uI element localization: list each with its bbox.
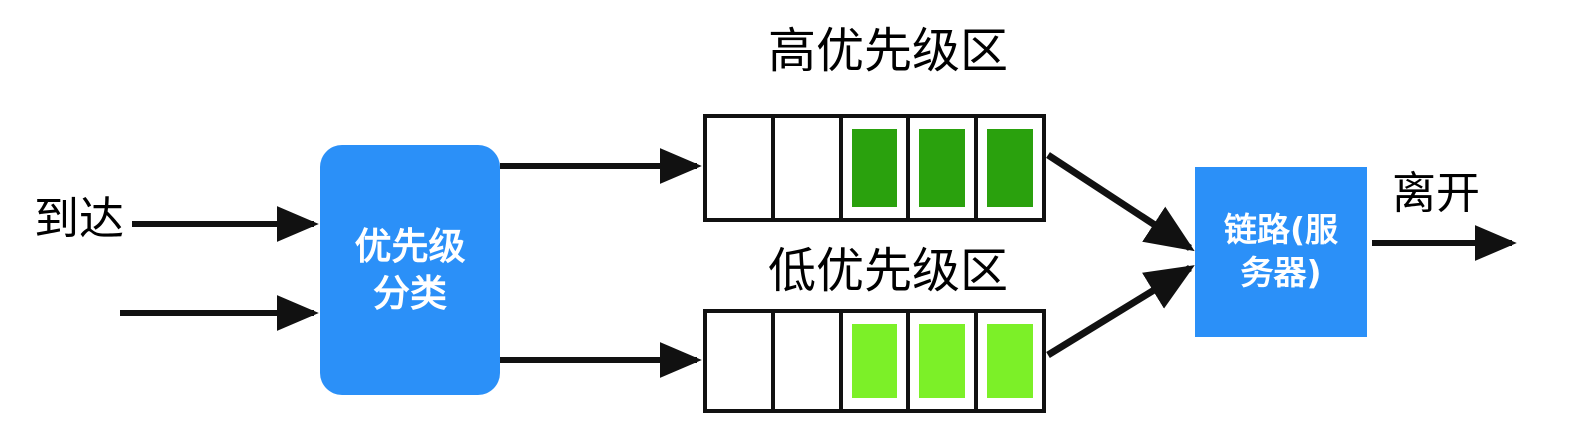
queue-cell[interactable] [910,118,979,218]
packet-filled [987,129,1034,207]
depart-label: 离开 [1392,168,1480,219]
queue-cell[interactable] [843,118,911,218]
queue-cell[interactable] [707,118,775,218]
priority-classifier-box[interactable]: 优先级 分类 [320,145,500,395]
queue-cell[interactable] [843,313,911,409]
arrival-label: 到达 [34,192,125,245]
low-priority-queue[interactable] [703,309,1046,413]
queue-cell[interactable] [775,313,843,409]
packet-empty [716,129,762,207]
high-priority-zone-title: 高优先级区 [768,23,1009,79]
queue-cell[interactable] [775,118,843,218]
packet-filled [851,323,898,399]
queue-cell[interactable] [978,118,1042,218]
packet-empty [784,324,830,399]
classifier-label-line2: 分类 [373,272,447,315]
queue-cell[interactable] [707,313,775,409]
high-priority-queue[interactable] [703,114,1046,222]
queue-cell[interactable] [910,313,979,409]
arrow-high-queue-to-server [1046,152,1195,252]
packet-filled [987,323,1034,399]
packet-filled [919,129,966,207]
link-server-box[interactable]: 链路(服 务器) [1195,167,1367,337]
packet-filled [919,323,966,399]
server-label-line2: 务器) [1240,253,1322,292]
queue-cell[interactable] [978,313,1042,409]
packet-filled [851,129,898,207]
low-priority-zone-title: 低优先级区 [768,243,1009,299]
server-label-line1: 链路(服 [1223,210,1339,250]
packet-empty [784,129,830,207]
classifier-label-line1: 优先级 [354,224,466,268]
arrow-low-queue-to-server [1046,265,1195,358]
packet-empty [716,324,762,399]
